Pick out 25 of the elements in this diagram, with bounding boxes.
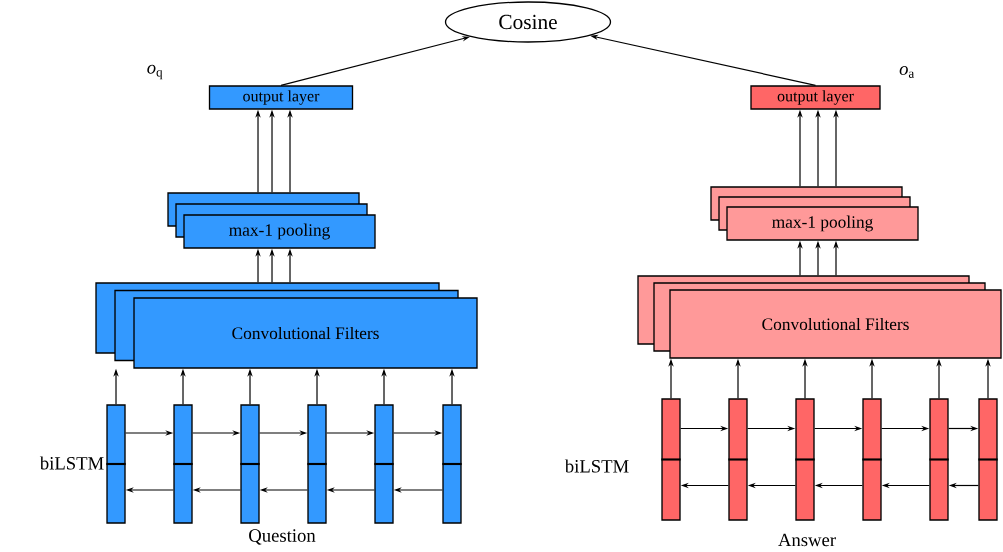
lstm-cell [795,398,815,521]
lstm-cell [661,398,681,521]
output-layer-box: output layer [750,85,881,110]
lstm-cell [862,398,882,521]
lstm-cell [240,404,260,524]
node-label: max-1 pooling [229,223,330,240]
output-symbol: o$_{a}$ [899,66,915,78]
ellipse-node: Cosine [444,1,612,43]
lstm-cell [374,404,394,524]
filter-box: Convolutional Filters [95,282,478,369]
pooling-box: max-1 pooling [167,192,376,249]
pooling-box: max-1 pooling [710,186,919,241]
lstm-cell [929,398,949,521]
lstm-cell [442,404,462,524]
lstm-cell [728,398,748,521]
lstm-cell [307,404,327,524]
row-label: biLSTM [564,459,629,473]
input-label: Question [249,529,316,545]
lstm-cell [106,404,126,524]
input-label: Answer [778,533,836,547]
filter-box: Convolutional Filters [637,275,1002,359]
output-layer-box: output layer [208,85,354,110]
output-symbol: o$_{q}$ [147,64,163,80]
lstm-cell [978,398,998,521]
lstm-cell [173,404,193,524]
